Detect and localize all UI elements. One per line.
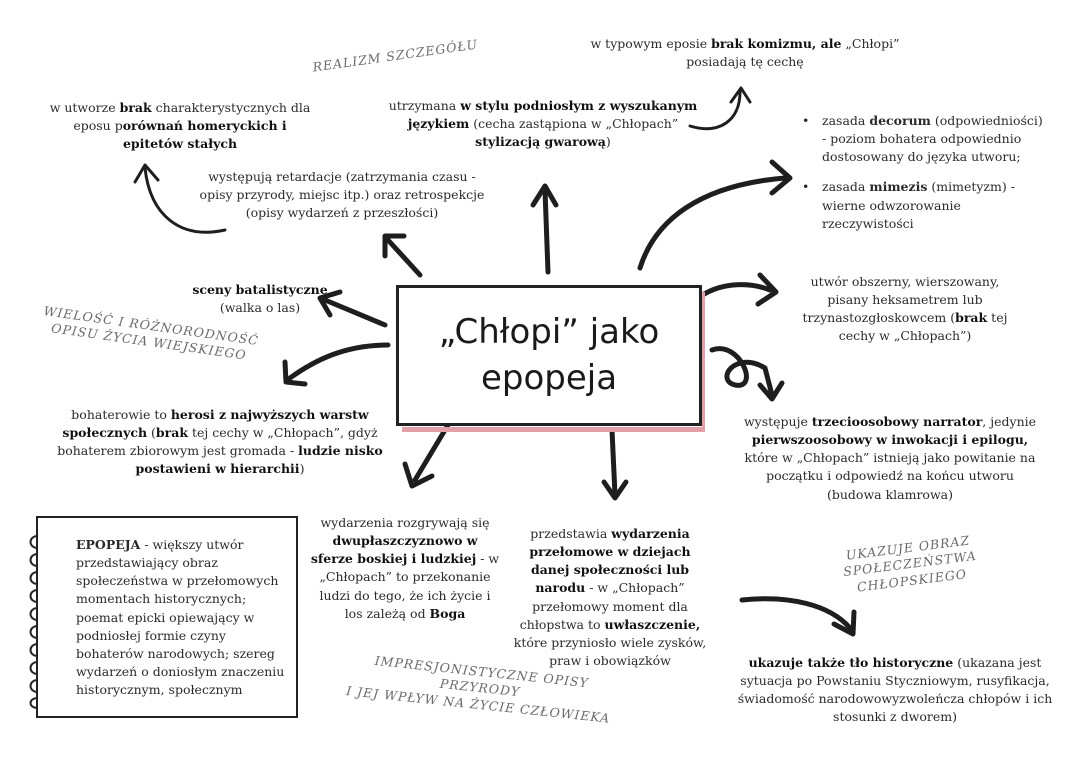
note-history: ukazuje także tło historyczne (ukazana j… [737,655,1053,725]
arrow-battle-head [317,289,343,318]
arrow-bullets [637,175,788,271]
note-style: utrzymana w stylu podniosłym z wyszukany… [388,98,698,150]
arrow-verse-head [755,272,779,307]
principles-list: • zasada decorum (odpowiedniości) - pozi… [800,112,1050,245]
bullet-dot: • [802,113,810,128]
definition-term: EPOPEJA [76,537,141,552]
note-comedy: w typowym eposie brak komizmu, ale „Chło… [590,36,900,70]
arrow-events [609,427,618,498]
definition-text: EPOPEJA - większy utwór przedstawiający … [76,537,285,697]
note-events: przedstawia wydarzenia przełomowe w dzie… [513,526,707,668]
title-line2: epopeja [480,357,618,398]
note-verse: utwór obszerny, wierszowany, pisany heks… [802,274,1008,344]
arrow-comparisons [143,166,227,234]
arrow-history [739,596,853,631]
arrow-twoplanes-head [402,461,435,489]
definition-card: EPOPEJA - większy utwór przedstawiający … [29,516,298,718]
arrow-twoplanes [412,422,451,483]
bullet-dot: • [802,179,810,195]
note-twoplanes: wydarzenia rozgrywają się dwupłaszczyzno… [310,515,500,621]
note-comparisons: w utworze brak charakterystycznych dla e… [49,100,311,152]
title-shadow [402,292,705,432]
arrow-up-style [542,187,551,275]
principle-decorum: • zasada decorum (odpowiedniości) - pozi… [802,113,1043,165]
arrow-battle [322,297,388,328]
principle-mimesis: • zasada mimezis (mimetyzm) - wierne odw… [802,179,1015,231]
arrow-bullets-head [769,159,793,196]
spiral-binding-icon [29,535,39,709]
note-retardation: występują retardacje (zatrzymania czasu … [199,169,485,221]
arrow-heroes [287,342,391,381]
arrow-comparisons-head [133,163,160,184]
note-heroes: bohaterowie to herosi z najwyższych wars… [57,407,383,477]
note-narrator: występuje trzecioosobowy narrator, jedyn… [743,414,1037,502]
title-line1: „Chłopi” jako [438,311,660,352]
arrow-up-style-head [530,183,559,208]
arrow-comedy [688,90,742,131]
arrow-narrator-head [757,380,785,402]
arrow-history-head [831,609,857,637]
arrow-retardation [385,237,423,278]
arrow-retardation-head [382,233,407,259]
arrow-heroes-head [282,359,308,387]
title-box: „Chłopi” jako epopeja [396,285,702,426]
note-battle: sceny batalistyczne(walka o las) [192,282,328,316]
arrow-events-head [601,479,629,501]
arrow-narrator [709,346,775,398]
arrow-comedy-head [729,86,752,104]
